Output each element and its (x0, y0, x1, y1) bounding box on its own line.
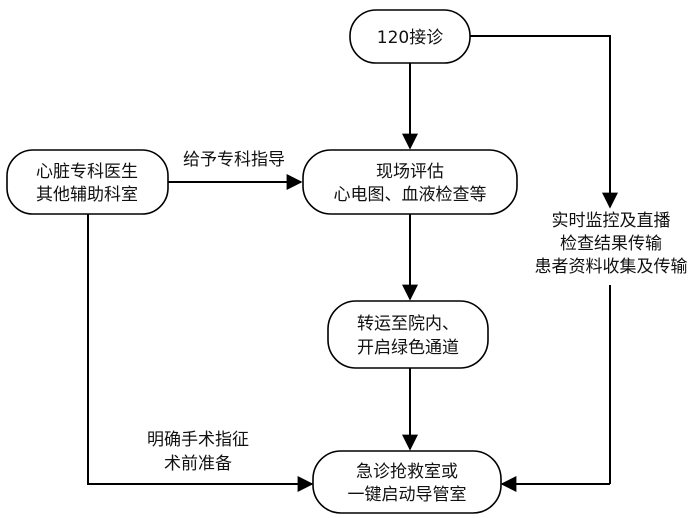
node-transfer-line-1: 转运至院内、 (357, 314, 459, 334)
node-intake: 120接诊 (349, 9, 471, 64)
node-specialist-line-2: 其他辅助科室 (36, 185, 138, 205)
edge-label-monitoring-line-2: 检查结果传输 (560, 234, 662, 254)
edge-label-monitoring-line-1: 实时监控及直播 (552, 211, 671, 231)
node-specialist: 心脏专科医生 其他辅助科室 (6, 149, 169, 215)
node-assessment-line-2: 心电图、血液检查等 (334, 185, 487, 205)
edge-specialist-to-destination (87, 214, 314, 492)
node-assessment-line-1: 现场评估 (376, 162, 444, 182)
node-destination-line-1: 急诊抢救室或 (356, 462, 458, 482)
edge-label-monitoring-line-3: 患者资料收集及传输 (535, 257, 688, 277)
node-assessment: 现场评估 心电图、血液检查等 (302, 149, 518, 215)
edge-label-guidance: 给予专科指导 (183, 150, 285, 170)
node-specialist-line-1: 心脏专科医生 (36, 162, 138, 182)
node-destination-line-2: 一键启动导管室 (348, 485, 467, 505)
edge-intake-to-monitoring (470, 35, 618, 209)
edge-label-surgery-line-2: 术前准备 (164, 454, 232, 474)
node-destination: 急诊抢救室或 一键启动导管室 (312, 450, 502, 514)
node-transfer-line-2: 开启绿色通道 (357, 338, 459, 358)
edge-label-surgery-line-1: 明确手术指征 (147, 430, 249, 450)
node-transfer: 转运至院内、 开启绿色通道 (327, 300, 489, 369)
node-intake-line-1: 120接诊 (377, 28, 443, 48)
